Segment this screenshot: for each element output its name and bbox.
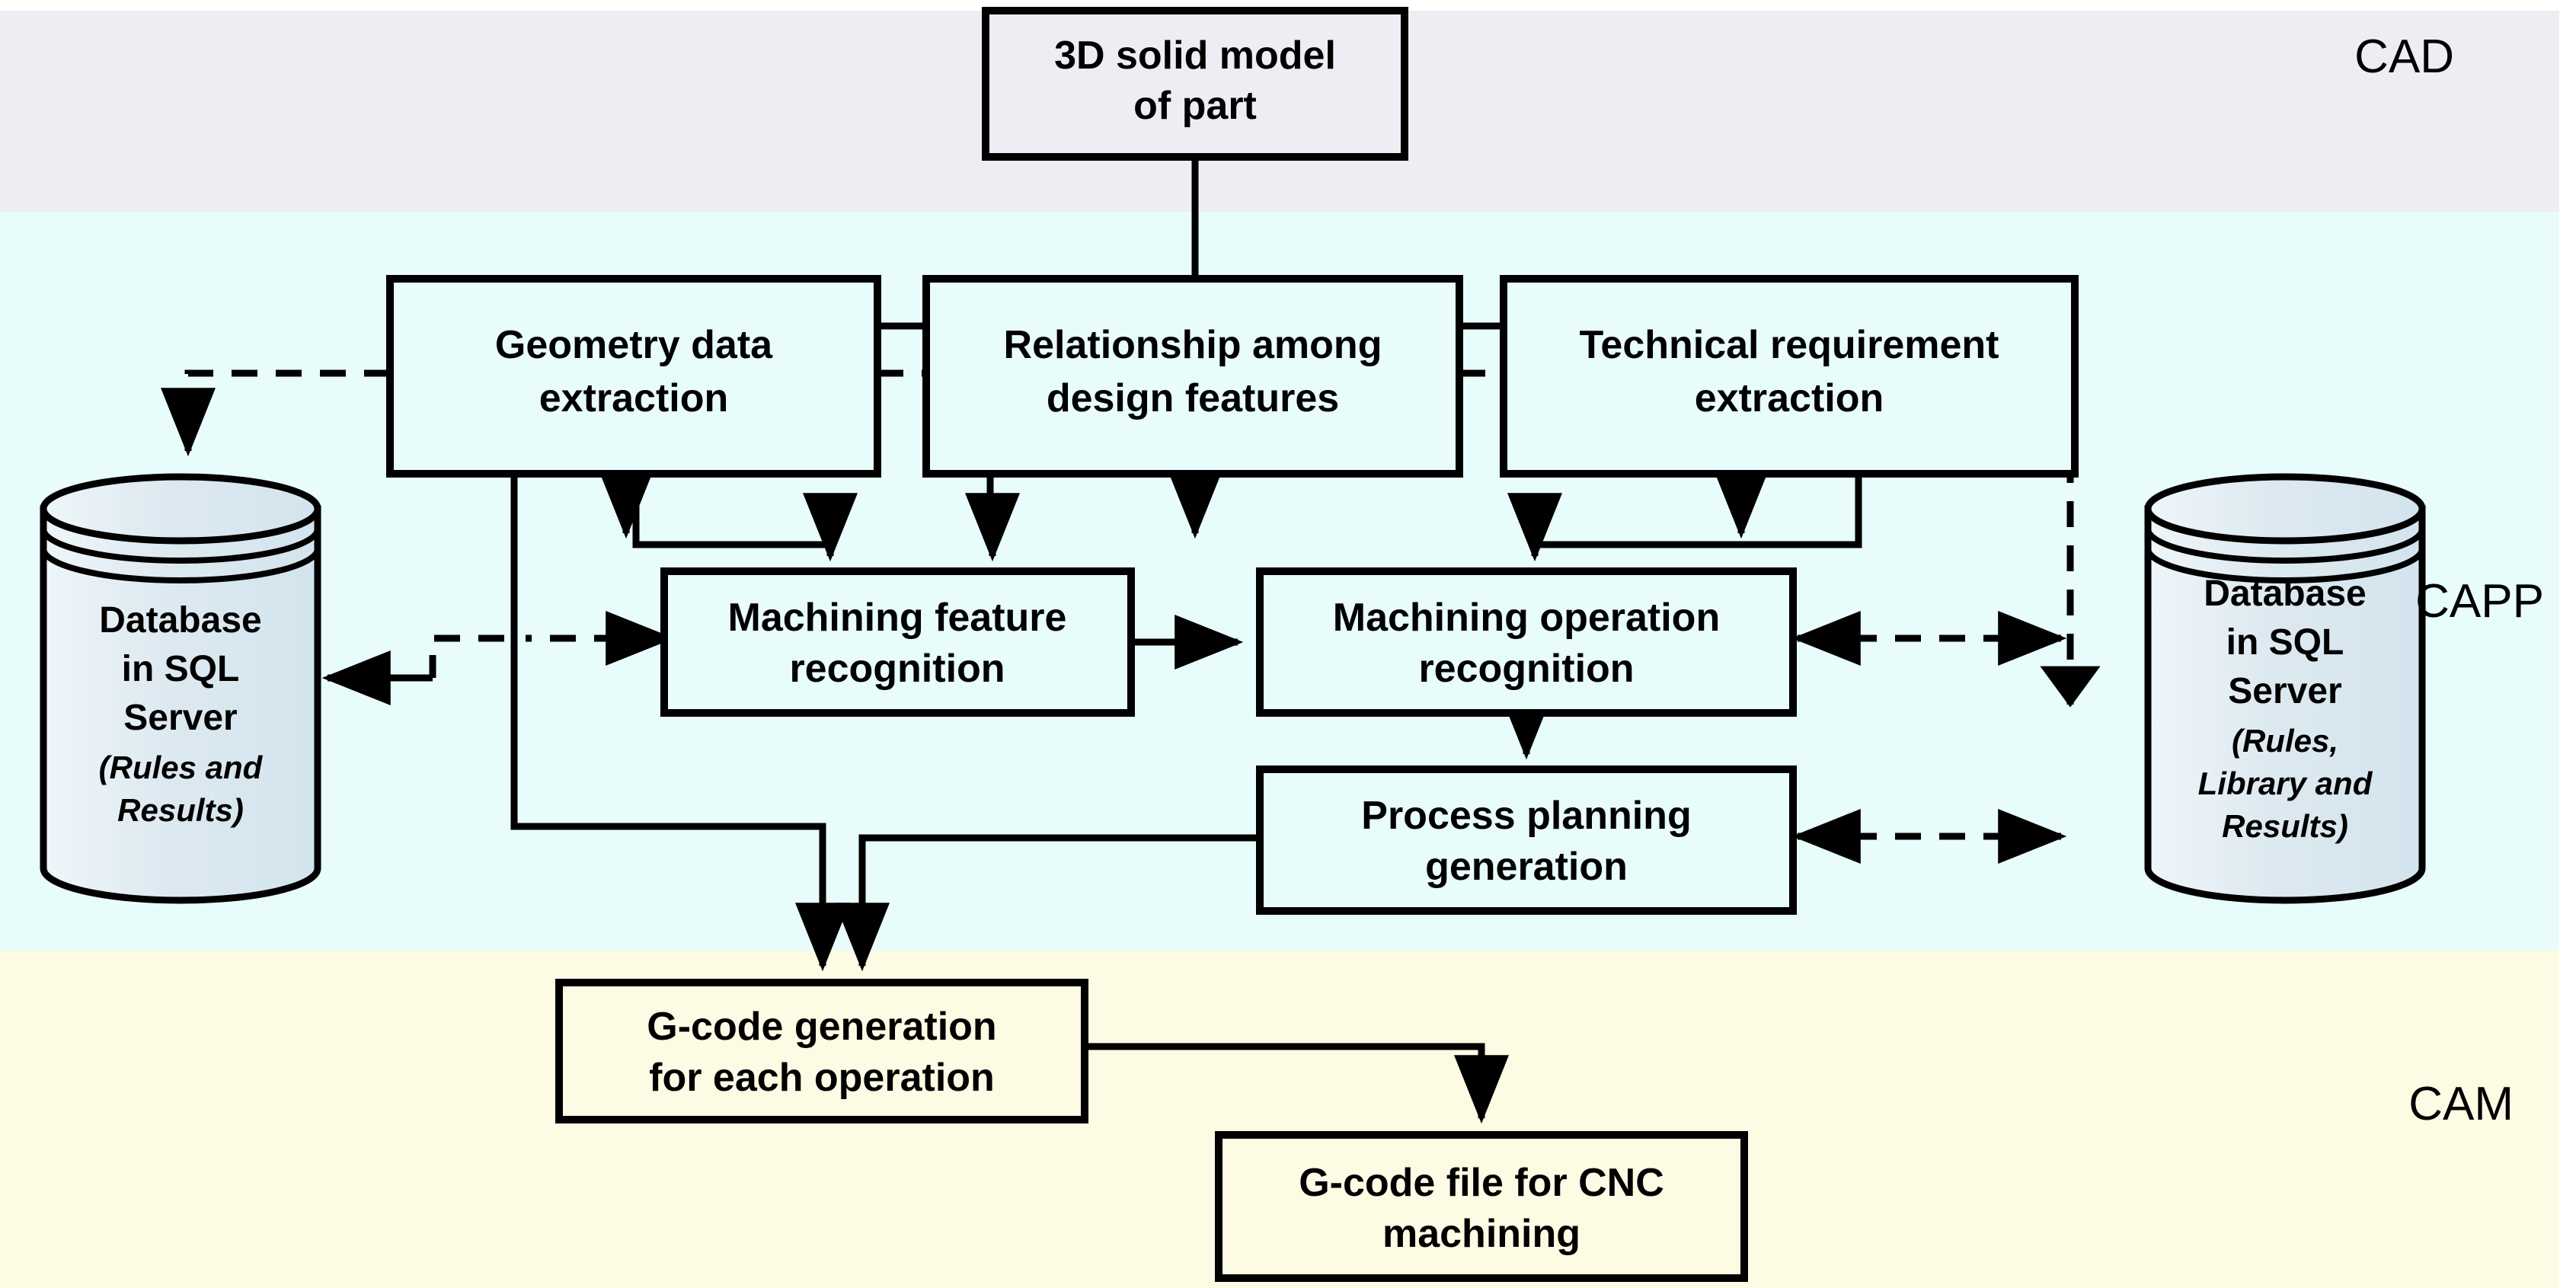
db-right-sub-1: Library and — [2198, 765, 2373, 801]
dashed-arrowheads-c — [321, 611, 675, 705]
node-feature-line-1: recognition — [789, 647, 1005, 691]
node-technical-line-1: extraction — [1695, 376, 1884, 420]
db-left-line-2: Server — [123, 698, 237, 738]
db-right-line-2: Server — [2228, 671, 2341, 711]
node-planning-line-1: generation — [1425, 845, 1628, 889]
node-operation-line-0: Machining operation — [1333, 596, 1720, 640]
node-process-planning-generation[interactable]: Process planning generation — [1256, 765, 1797, 915]
db-right-sub-0: (Rules, — [2232, 723, 2338, 759]
edge-feature-dash-left — [429, 634, 504, 678]
db-right-line-1: in SQL — [2226, 622, 2344, 663]
node-gcode-file-line-0: G-code file for CNC — [1299, 1161, 1664, 1205]
node-gcode-gen-line-1: for each operation — [649, 1056, 995, 1100]
node-machining-feature-recognition[interactable]: Machining feature recognition — [660, 567, 1135, 717]
edge-geometry-to-gcode — [510, 474, 850, 972]
node-solid-model-line-1: of part — [1133, 84, 1257, 128]
db-left-sub-1: Results) — [117, 792, 244, 828]
node-solid-model[interactable]: 3D solid model of part — [982, 7, 1408, 161]
node-geometry-line-0: Geometry data — [495, 323, 773, 367]
edge-planning-to-gcode — [835, 834, 1260, 972]
node-relationship-line-1: design features — [1047, 376, 1339, 420]
node-gcode-generation[interactable]: G-code generation for each operation — [555, 979, 1088, 1123]
band-label-cam: CAM — [2408, 1078, 2514, 1130]
band-label-cad: CAD — [2354, 30, 2454, 83]
node-technical-requirement-extraction[interactable]: Technical requirement extraction — [1500, 275, 2079, 478]
node-solid-model-line-0: 3D solid model — [1054, 34, 1336, 78]
db-right-sub-2: Results) — [2222, 808, 2348, 844]
band-label-capp: CAPP — [2415, 575, 2544, 628]
node-relationship-line-0: Relationship among — [1004, 323, 1382, 367]
node-geometry-line-1: extraction — [539, 376, 729, 420]
db-left-line-0: Database — [99, 600, 261, 641]
node-gcode-file[interactable]: G-code file for CNC machining — [1215, 1131, 1748, 1282]
db-left-sub-0: (Rules and — [99, 749, 264, 785]
db-right-line-0: Database — [2204, 574, 2366, 614]
node-feature-line-0: Machining feature — [728, 596, 1067, 640]
node-planning-line-0: Process planning — [1361, 794, 1691, 838]
node-operation-line-1: recognition — [1418, 647, 1634, 691]
node-relationship-among-design-features[interactable]: Relationship among design features — [922, 275, 1463, 478]
database-left: Database in SQL Server (Rules and Result… — [40, 473, 321, 904]
db-left-line-1: in SQL — [122, 649, 240, 689]
node-gcode-gen-line-0: G-code generation — [647, 1005, 996, 1049]
node-machining-operation-recognition[interactable]: Machining operation recognition — [1256, 567, 1797, 717]
database-right: Database in SQL Server (Rules, Library a… — [2144, 473, 2426, 904]
node-gcode-file-line-1: machining — [1382, 1212, 1580, 1256]
edge-gcode-to-file — [1085, 1043, 1509, 1124]
node-geometry-data-extraction[interactable]: Geometry data extraction — [386, 275, 881, 478]
node-technical-line-0: Technical requirement — [1580, 323, 1999, 367]
